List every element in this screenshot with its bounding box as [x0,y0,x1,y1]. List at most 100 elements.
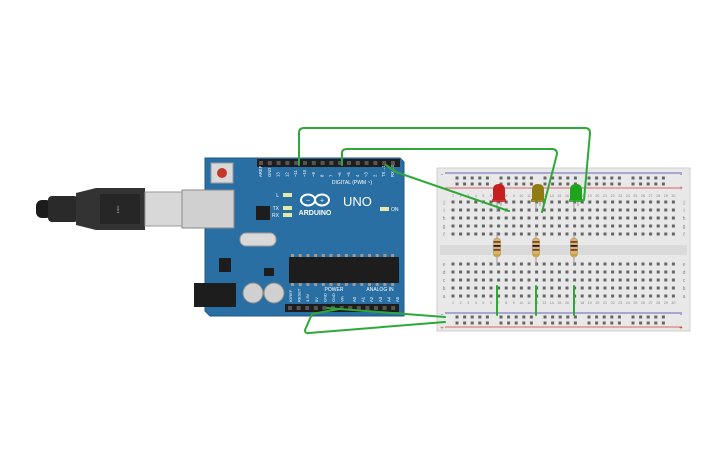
breadboard-hole[interactable] [519,278,523,282]
breadboard-hole[interactable] [519,224,523,228]
breadboard-hole[interactable] [497,286,501,290]
breadboard-hole[interactable] [565,208,569,212]
rail-hole[interactable] [646,321,650,325]
rail-hole[interactable] [463,321,467,325]
breadboard-hole[interactable] [527,262,531,266]
breadboard-hole[interactable] [649,232,653,236]
breadboard-hole[interactable] [519,286,523,290]
rail-hole[interactable] [507,315,511,319]
breadboard-hole[interactable] [641,278,645,282]
breadboard-hole[interactable] [535,262,539,266]
breadboard-hole[interactable] [565,224,569,228]
breadboard-hole[interactable] [595,262,599,266]
breadboard-hole[interactable] [459,200,463,204]
rail-hole[interactable] [551,315,555,319]
rail-hole[interactable] [661,176,665,180]
breadboard-hole[interactable] [649,294,653,298]
resistor[interactable] [570,232,578,266]
rail-hole[interactable] [514,315,518,319]
rail-hole[interactable] [587,315,591,319]
breadboard-hole[interactable] [535,216,539,220]
rail-hole[interactable] [631,176,635,180]
breadboard-hole[interactable] [519,216,523,220]
breadboard-hole[interactable] [656,216,660,220]
breadboard-hole[interactable] [497,278,501,282]
breadboard-hole[interactable] [656,270,660,274]
breadboard-hole[interactable] [641,232,645,236]
rail-hole[interactable] [470,182,474,186]
rail-hole[interactable] [543,182,547,186]
breadboard-hole[interactable] [451,232,455,236]
breadboard-hole[interactable] [664,262,668,266]
breadboard-hole[interactable] [649,216,653,220]
breadboard-hole[interactable] [466,224,470,228]
breadboard-hole[interactable] [550,232,554,236]
breadboard-hole[interactable] [633,270,637,274]
breadboard-hole[interactable] [557,200,561,204]
breadboard-hole[interactable] [633,216,637,220]
header-hole[interactable] [288,306,292,310]
breadboard-hole[interactable] [664,270,668,274]
breadboard-hole[interactable] [519,200,523,204]
header-hole[interactable] [313,306,318,310]
rail-hole[interactable] [529,182,533,186]
breadboard-hole[interactable] [474,200,478,204]
breadboard-hole[interactable] [489,232,493,236]
breadboard-hole[interactable] [489,200,493,204]
breadboard-hole[interactable] [527,232,531,236]
breadboard-hole[interactable] [557,262,561,266]
header-hole[interactable] [294,161,299,165]
rail-hole[interactable] [595,176,599,180]
rail-hole[interactable] [485,176,489,180]
breadboard-hole[interactable] [504,286,508,290]
breadboard-hole[interactable] [588,286,592,290]
breadboard-hole[interactable] [459,278,463,282]
breadboard-hole[interactable] [664,294,668,298]
breadboard-hole[interactable] [459,286,463,290]
breadboard-hole[interactable] [603,208,607,212]
breadboard-hole[interactable] [535,208,539,212]
rail-hole[interactable] [463,176,467,180]
header-hole[interactable] [391,161,395,165]
breadboard-hole[interactable] [512,216,516,220]
breadboard-hole[interactable] [580,208,584,212]
breadboard-hole[interactable] [519,270,523,274]
breadboard-hole[interactable] [497,208,501,212]
rail-hole[interactable] [551,182,555,186]
breadboard-hole[interactable] [633,224,637,228]
breadboard-hole[interactable] [519,262,523,266]
breadboard-hole[interactable] [626,224,630,228]
breadboard-hole[interactable] [565,216,569,220]
rail-hole[interactable] [646,182,650,186]
breadboard-hole[interactable] [671,232,675,236]
breadboard-hole[interactable] [671,224,675,228]
breadboard-hole[interactable] [656,208,660,212]
rail-hole[interactable] [602,321,606,325]
breadboard-hole[interactable] [451,208,455,212]
rail-hole[interactable] [522,176,526,180]
breadboard-hole[interactable] [580,224,584,228]
breadboard-hole[interactable] [588,208,592,212]
breadboard-hole[interactable] [474,224,478,228]
breadboard-hole[interactable] [557,232,561,236]
rail-hole[interactable] [522,321,526,325]
rail-hole[interactable] [587,182,591,186]
breadboard-hole[interactable] [649,278,653,282]
breadboard-hole[interactable] [656,294,660,298]
breadboard-hole[interactable] [474,294,478,298]
breadboard-hole[interactable] [595,294,599,298]
breadboard-hole[interactable] [451,294,455,298]
breadboard-hole[interactable] [611,294,615,298]
rail-hole[interactable] [543,321,547,325]
breadboard-hole[interactable] [611,216,615,220]
rail-hole[interactable] [551,321,555,325]
breadboard-hole[interactable] [542,208,546,212]
breadboard-hole[interactable] [664,278,668,282]
breadboard-hole[interactable] [611,270,615,274]
breadboard-hole[interactable] [664,224,668,228]
breadboard-hole[interactable] [489,278,493,282]
header-hole[interactable] [355,161,360,165]
breadboard-hole[interactable] [489,294,493,298]
rail-hole[interactable] [478,321,482,325]
breadboard-hole[interactable] [542,216,546,220]
